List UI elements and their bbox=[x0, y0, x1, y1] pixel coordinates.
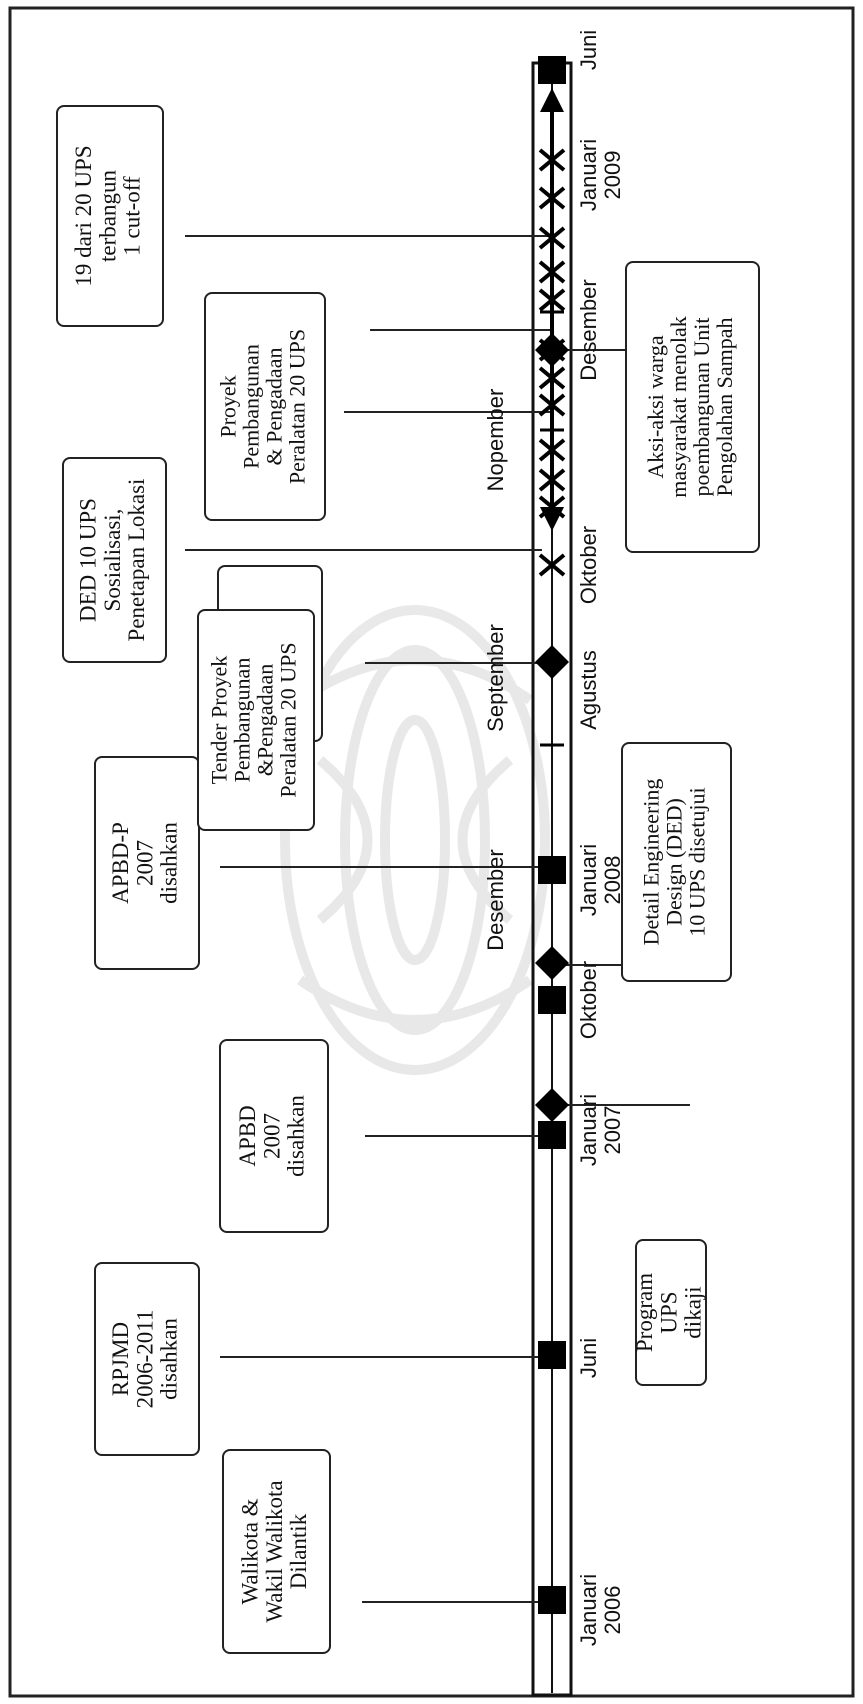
watermark-emblem bbox=[280, 605, 550, 1075]
event-label-line: Dilantik bbox=[286, 1513, 311, 1589]
date-label: 2006 bbox=[600, 1586, 625, 1635]
marker-diamond bbox=[535, 946, 569, 980]
event-label-line: RPJMD bbox=[108, 1322, 133, 1396]
marker-square bbox=[538, 986, 566, 1014]
event-label-line: Pengolahan Sampah bbox=[712, 317, 737, 496]
event-box-frame bbox=[204, 292, 326, 521]
event-label-line: 2007 bbox=[259, 1113, 284, 1159]
event-box-frame bbox=[56, 105, 164, 327]
outer-frame bbox=[8, 6, 855, 1698]
event-label-line: Design (DED) bbox=[662, 798, 687, 926]
date-label: Oktober bbox=[576, 961, 601, 1039]
event-label-line: Penetapan Lokasi bbox=[124, 479, 149, 642]
event-label-line: Walikota & bbox=[238, 1498, 263, 1604]
event-label-line: masyarakat menolak bbox=[666, 316, 691, 497]
event-label-line: 2007 bbox=[132, 840, 157, 886]
marker-square bbox=[538, 1121, 566, 1149]
event-label-line: APBD-P bbox=[108, 822, 133, 904]
event-label-line: poembangunan Unit bbox=[689, 317, 714, 496]
marker-square bbox=[538, 56, 566, 84]
marker-diamond bbox=[535, 333, 569, 367]
timeline-markers bbox=[535, 56, 569, 1614]
date-label: Agustus bbox=[576, 650, 601, 730]
event-box-frame bbox=[219, 1039, 329, 1233]
date-label: Juni bbox=[576, 1338, 601, 1378]
event-label-line: &Pengadaan bbox=[253, 664, 278, 776]
event-label-line: Sosialisasi, bbox=[100, 509, 125, 612]
event-label-line: Pembangunan bbox=[229, 658, 254, 783]
date-label: 2008 bbox=[600, 856, 625, 905]
date-label: Juni bbox=[576, 30, 601, 70]
event-label-line: DED 10 UPS bbox=[76, 498, 101, 622]
event-label-line: Program bbox=[632, 1273, 657, 1352]
marker-square bbox=[538, 1586, 566, 1614]
event-box-frame bbox=[94, 1262, 200, 1456]
date-label: Januari bbox=[576, 139, 601, 211]
event-label-line: Pembangunan bbox=[238, 344, 263, 469]
marker-diamond bbox=[535, 1088, 569, 1122]
date-label: 2009 bbox=[600, 151, 625, 200]
event-box-frame bbox=[94, 756, 200, 970]
event-box-frame bbox=[635, 1239, 707, 1386]
event-label-line: & Pengadaan bbox=[262, 348, 287, 466]
marker-diamond bbox=[535, 645, 569, 679]
event-box-frame bbox=[625, 261, 760, 553]
date-label: Januari bbox=[576, 844, 601, 916]
event-box-frame bbox=[62, 457, 167, 663]
event-label-line: terbangun bbox=[95, 170, 120, 262]
event-label-line: Peralatan 20 UPS bbox=[285, 329, 310, 484]
event-label-line: disahkan bbox=[156, 822, 181, 904]
event-label-line: APBD bbox=[235, 1105, 260, 1166]
event-label-line: Tender Proyek bbox=[206, 656, 231, 785]
event-label-line: Detail Engineering bbox=[638, 779, 663, 946]
event-label-line: 1 cut-off bbox=[119, 176, 144, 256]
event-label-line: disahkan bbox=[156, 1318, 181, 1400]
date-label: Nopember bbox=[483, 389, 508, 492]
event-label-line: 10 UPS disetujui bbox=[685, 787, 710, 936]
event-label-line: UPS bbox=[656, 1291, 681, 1333]
marker-square bbox=[538, 856, 566, 884]
ticks bbox=[540, 310, 564, 432]
event-label-line: 19 dari 20 UPS bbox=[71, 145, 96, 286]
date-label: 2007 bbox=[600, 1106, 625, 1155]
event-label-line: Aksi-aksi warga bbox=[643, 335, 668, 478]
event-label-line: Proyek bbox=[215, 375, 240, 437]
event-box-frame bbox=[621, 742, 732, 982]
date-label: Desember bbox=[483, 849, 508, 950]
event-label-line: dikaji bbox=[680, 1286, 705, 1338]
date-label: Januari bbox=[576, 1574, 601, 1646]
event-box-frame bbox=[222, 1449, 331, 1654]
date-label: Oktober bbox=[576, 526, 601, 604]
event-box-frame bbox=[197, 609, 315, 831]
event-label-line: disahkan bbox=[283, 1095, 308, 1177]
date-label: September bbox=[483, 624, 508, 732]
event-label-line: Peralatan 20 UPS bbox=[276, 642, 301, 797]
event-label-line: Wakil Walikota bbox=[262, 1480, 287, 1622]
event-label-line: 2006-2011 bbox=[132, 1310, 157, 1409]
event-box: Tender ProyekPembangunan&PengadaanPerala… bbox=[197, 609, 315, 831]
date-label: Desember bbox=[576, 279, 601, 380]
marker-square bbox=[538, 1341, 566, 1369]
date-label: Januari bbox=[576, 1094, 601, 1166]
